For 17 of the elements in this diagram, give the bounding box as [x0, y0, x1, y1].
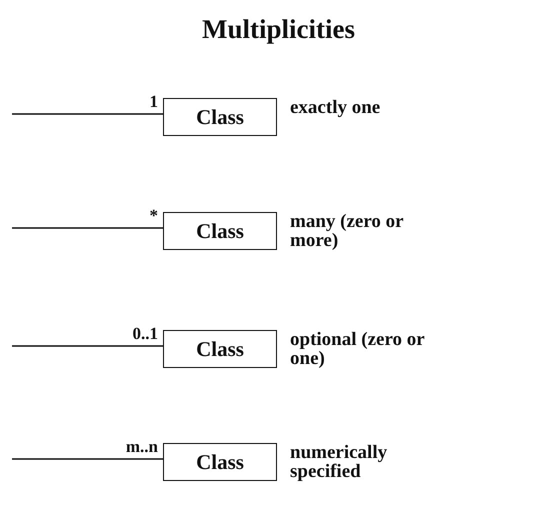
multiplicity-description: numerically specified [290, 443, 388, 481]
association-line [12, 458, 163, 460]
association-line [12, 227, 163, 229]
class-box [163, 98, 277, 136]
class-name: Class [196, 104, 244, 130]
multiplicity-description: optional (zero or one) [290, 330, 426, 368]
class-box [163, 443, 277, 481]
multiplicity-description: exactly one [290, 98, 382, 117]
class-name: Class [196, 218, 244, 244]
multiplicity-description: many (zero or more) [290, 212, 404, 250]
diagram-title: Multiplicities [201, 14, 356, 45]
class-box [163, 212, 277, 250]
class-box [163, 330, 277, 368]
class-name: Class [196, 450, 244, 474]
association-line [12, 113, 163, 115]
class-name: Class [196, 336, 244, 362]
association-line [12, 345, 163, 347]
